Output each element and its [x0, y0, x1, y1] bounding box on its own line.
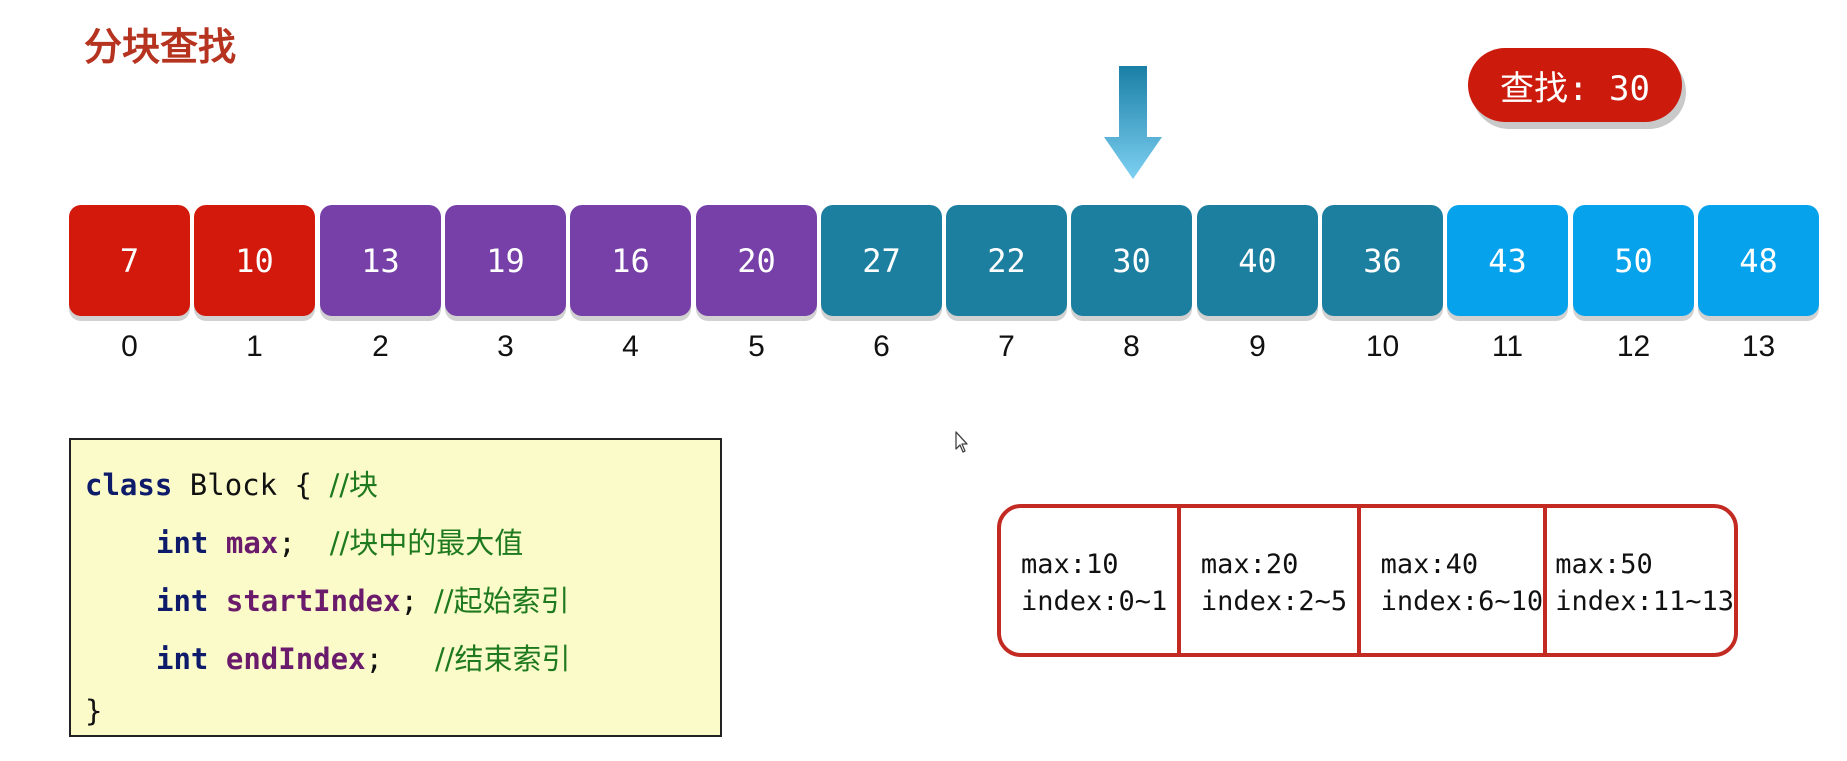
block-cell: max:50 index:11~13	[1543, 508, 1734, 653]
block-index-table: max:10 index:0~1 max:20 index:2~5 max:40…	[997, 504, 1738, 657]
array-cell: 27	[821, 205, 942, 316]
array-index-label: 3	[497, 330, 514, 363]
block-index-range: index:2~5	[1200, 586, 1348, 617]
array-index-label: 7	[998, 330, 1015, 363]
array-index-label: 1	[246, 330, 263, 363]
code-keyword: int	[156, 584, 209, 618]
code-comment: //块中的最大值	[329, 526, 524, 560]
array-cell: 22	[946, 205, 1067, 316]
array-index-label: 11	[1491, 330, 1524, 363]
code-block: class Block { //块 int max; //块中的最大值 int s…	[69, 438, 722, 737]
array-index-label: 9	[1249, 330, 1266, 363]
array-index-label: 13	[1741, 330, 1776, 363]
block-max: max:10	[1021, 549, 1119, 580]
array-cell: 48	[1698, 205, 1819, 316]
code-comment: //起始索引	[433, 584, 570, 618]
code-field: max	[225, 526, 279, 560]
array-cell: 7	[69, 205, 190, 316]
array-cell: 16	[570, 205, 691, 316]
code-line-1: class Block { //块	[85, 462, 378, 504]
down-arrow-icon	[1104, 66, 1162, 179]
array-index-label: 0	[121, 330, 138, 363]
code-field: startIndex	[225, 584, 401, 618]
block-cell: max:40 index:6~10	[1356, 508, 1544, 653]
code-line-3: int startIndex; //起始索引	[156, 578, 569, 620]
array-cell: 36	[1322, 205, 1443, 316]
array-index-label: 12	[1616, 330, 1651, 363]
block-max: max:40	[1380, 549, 1479, 580]
array-cell: 20	[696, 205, 817, 316]
array-index-label: 5	[748, 330, 765, 363]
array-cell: 40	[1197, 205, 1318, 316]
code-line-4: int endIndex; //结束索引	[156, 636, 571, 678]
array-index-label: 2	[372, 330, 389, 363]
code-text: ;	[278, 526, 296, 560]
code-keyword: class	[85, 468, 173, 502]
code-text: ;	[400, 584, 418, 618]
code-field: endIndex	[225, 642, 366, 676]
page-title: 分块查找	[84, 25, 237, 69]
code-line-2: int max; //块中的最大值	[156, 520, 523, 562]
block-cell: max:10 index:0~1	[1001, 508, 1177, 653]
code-text: ;	[365, 642, 384, 676]
code-line-5: }	[85, 694, 102, 728]
array-index-label: 8	[1123, 330, 1140, 363]
array-cell: 10	[194, 205, 315, 316]
code-text: Block {	[172, 468, 330, 502]
block-cell: max:20 index:2~5	[1176, 508, 1357, 653]
code-text: }	[85, 694, 103, 728]
array-cell: 19	[445, 205, 566, 316]
array-index-label: 10	[1365, 330, 1400, 363]
array-index-label: 6	[873, 330, 890, 363]
array-cell: 30	[1071, 205, 1192, 316]
code-comment: //结束索引	[435, 642, 571, 676]
array-cell: 43	[1447, 205, 1568, 316]
block-index-range: index:11~13	[1555, 586, 1734, 617]
code-keyword: int	[156, 642, 209, 676]
block-index-range: index:6~10	[1380, 586, 1544, 617]
block-max: max:50	[1555, 549, 1653, 580]
block-max: max:20	[1200, 549, 1299, 580]
code-comment: //块	[329, 468, 378, 502]
array-index-label: 4	[622, 330, 639, 363]
mouse-cursor-icon	[955, 431, 968, 453]
code-keyword: int	[156, 526, 209, 560]
array-cell: 50	[1573, 205, 1694, 316]
block-index-range: index:0~1	[1021, 586, 1168, 617]
search-target-badge: 查找: 30	[1468, 48, 1682, 122]
array-cell: 13	[320, 205, 441, 316]
